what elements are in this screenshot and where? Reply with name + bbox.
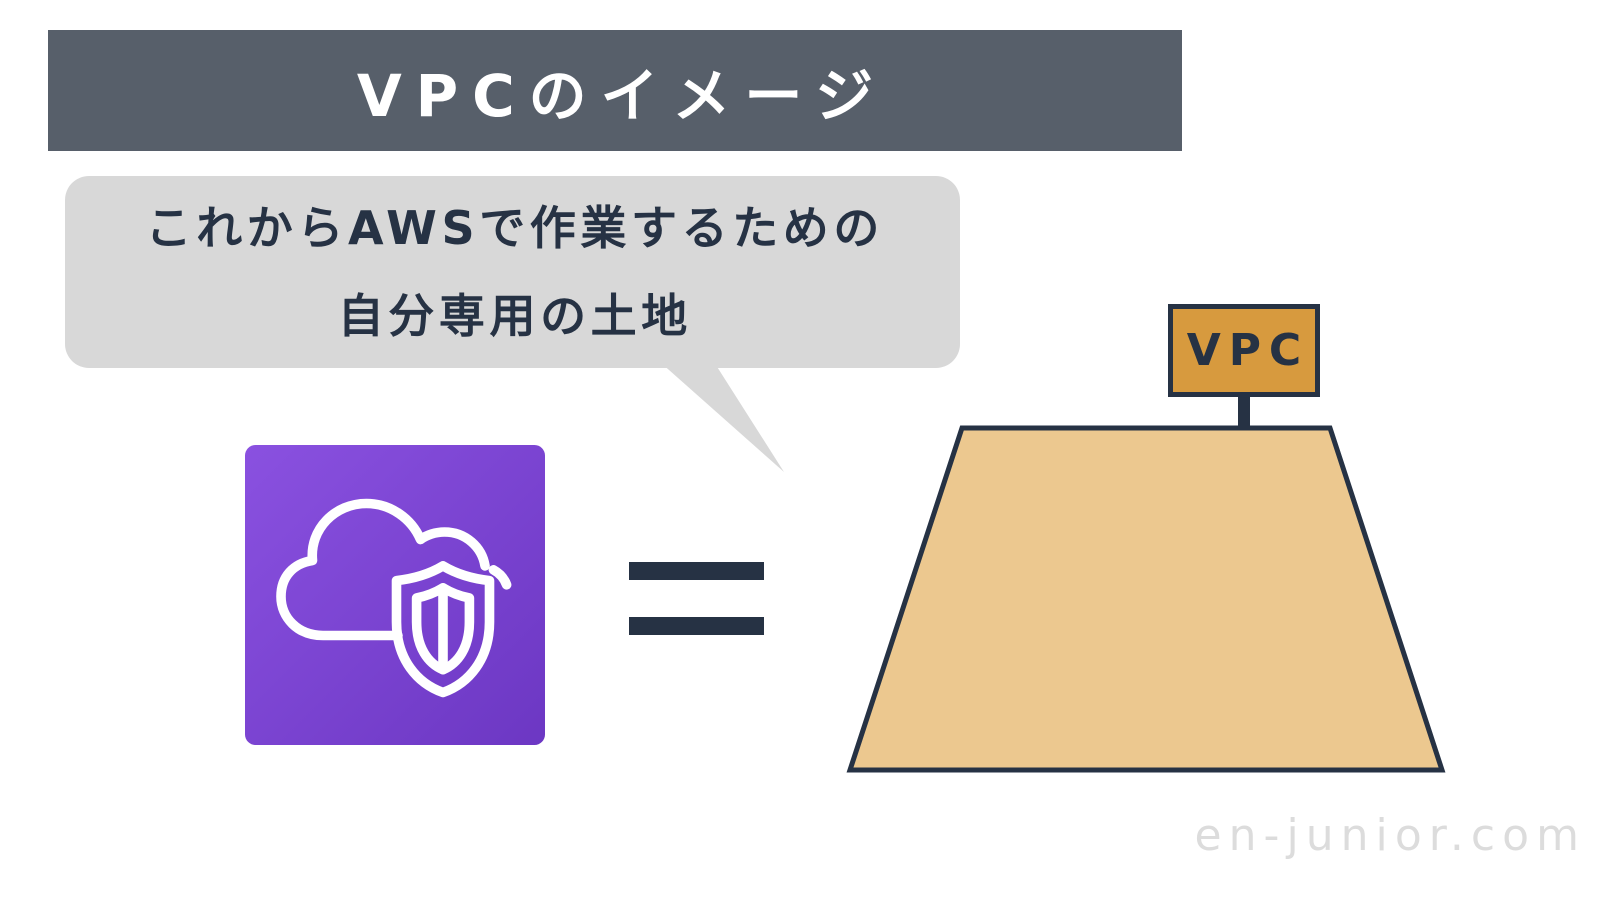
page-title: VPCのイメージ xyxy=(356,61,888,130)
speech-bubble-line-1: これからAWSで作業するための xyxy=(145,201,884,255)
watermark: en-junior.com xyxy=(1194,810,1586,861)
equals-top-bar xyxy=(629,562,764,580)
speech-bubble-tail xyxy=(660,362,784,472)
shield-outer-icon xyxy=(391,561,495,698)
shield-inner-icon xyxy=(411,583,475,675)
land-sign-label: VPC xyxy=(1186,325,1310,376)
equals-sign xyxy=(629,562,764,635)
land-trapezoid xyxy=(846,425,1446,773)
cloud-icon xyxy=(276,498,490,641)
equals-bottom-bar xyxy=(629,617,764,635)
land-sign: VPC xyxy=(1168,304,1320,397)
cloud-shield-lineart xyxy=(276,498,512,698)
speech-bubble: これからAWSで作業するための 自分専用の土地 xyxy=(65,176,960,368)
cloud-edge-dash xyxy=(488,565,512,590)
aws-vpc-icon xyxy=(245,445,545,745)
title-banner: VPCのイメージ xyxy=(48,30,1182,151)
speech-bubble-line-2: 自分専用の土地 xyxy=(337,289,692,343)
